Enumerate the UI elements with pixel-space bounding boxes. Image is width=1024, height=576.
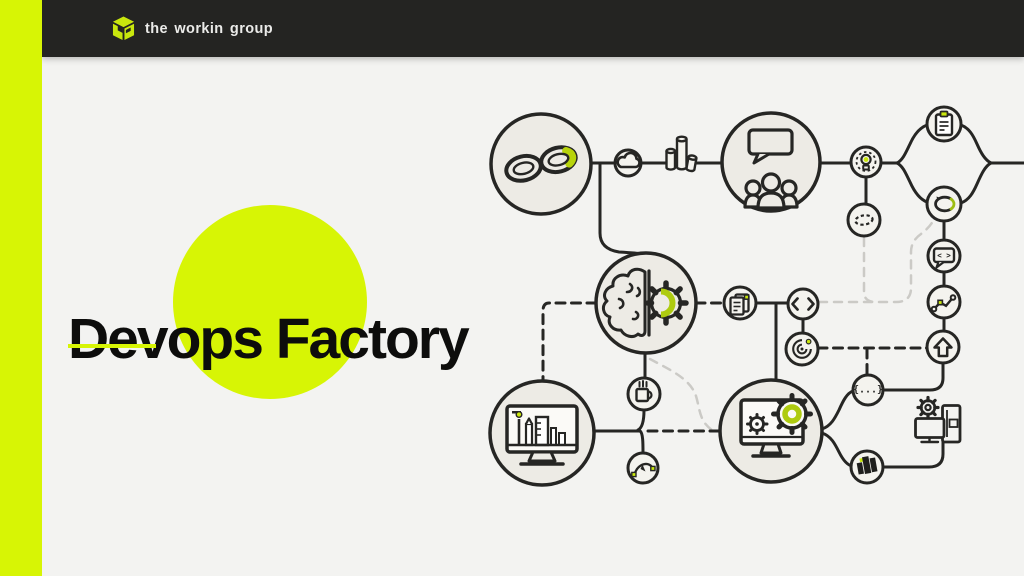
hero-accent-circle — [173, 205, 367, 399]
desktop-workstation-icon — [914, 395, 962, 444]
code-chat-bubble-icon: < > — [932, 247, 956, 269]
faded-feedback-paths — [648, 219, 935, 432]
brain-gear-icon — [601, 267, 689, 339]
chat-code-label: < > — [937, 251, 951, 260]
code-brackets-icon — [791, 297, 815, 311]
trend-graph-icon — [930, 294, 957, 313]
coffee-mug-icon — [635, 380, 653, 403]
documents-icon — [729, 293, 750, 316]
spiral-target-icon — [792, 338, 812, 359]
node-iteration-loop — [925, 185, 963, 223]
dashed-connectors — [541, 301, 929, 433]
devops-infinity-icon — [504, 145, 578, 183]
cube-logo-icon — [112, 16, 135, 41]
logo-text: the workin group — [145, 20, 274, 37]
automation-gears-icon — [739, 393, 813, 458]
node-braces — [851, 373, 885, 407]
node-trend-graph — [926, 284, 962, 320]
page-title: Devops Factory — [68, 307, 470, 372]
idea-lightbulb-icon — [855, 151, 877, 172]
iteration-loop-icon — [934, 195, 956, 213]
design-monitor-icon — [505, 404, 579, 466]
left-accent-stripe — [0, 0, 42, 576]
dark-growth-bars-icon — [856, 456, 878, 475]
upload-arrow-icon — [933, 337, 953, 358]
node-dashed-ellipse — [846, 202, 882, 238]
team-discussion-icon — [743, 128, 799, 210]
braces-label: {...} — [853, 385, 883, 396]
bezier-pen-tool-icon — [631, 462, 656, 478]
node-code-brackets — [786, 287, 820, 321]
checklist-clipboard-icon — [934, 110, 954, 137]
title-underline — [68, 344, 156, 348]
cloud-icon — [616, 151, 641, 169]
curly-braces-icon: {...} — [853, 385, 883, 396]
dashed-ellipse-icon — [854, 214, 874, 226]
3d-bar-chart-icon — [665, 135, 698, 173]
header-bar: the workin group — [42, 0, 1024, 57]
